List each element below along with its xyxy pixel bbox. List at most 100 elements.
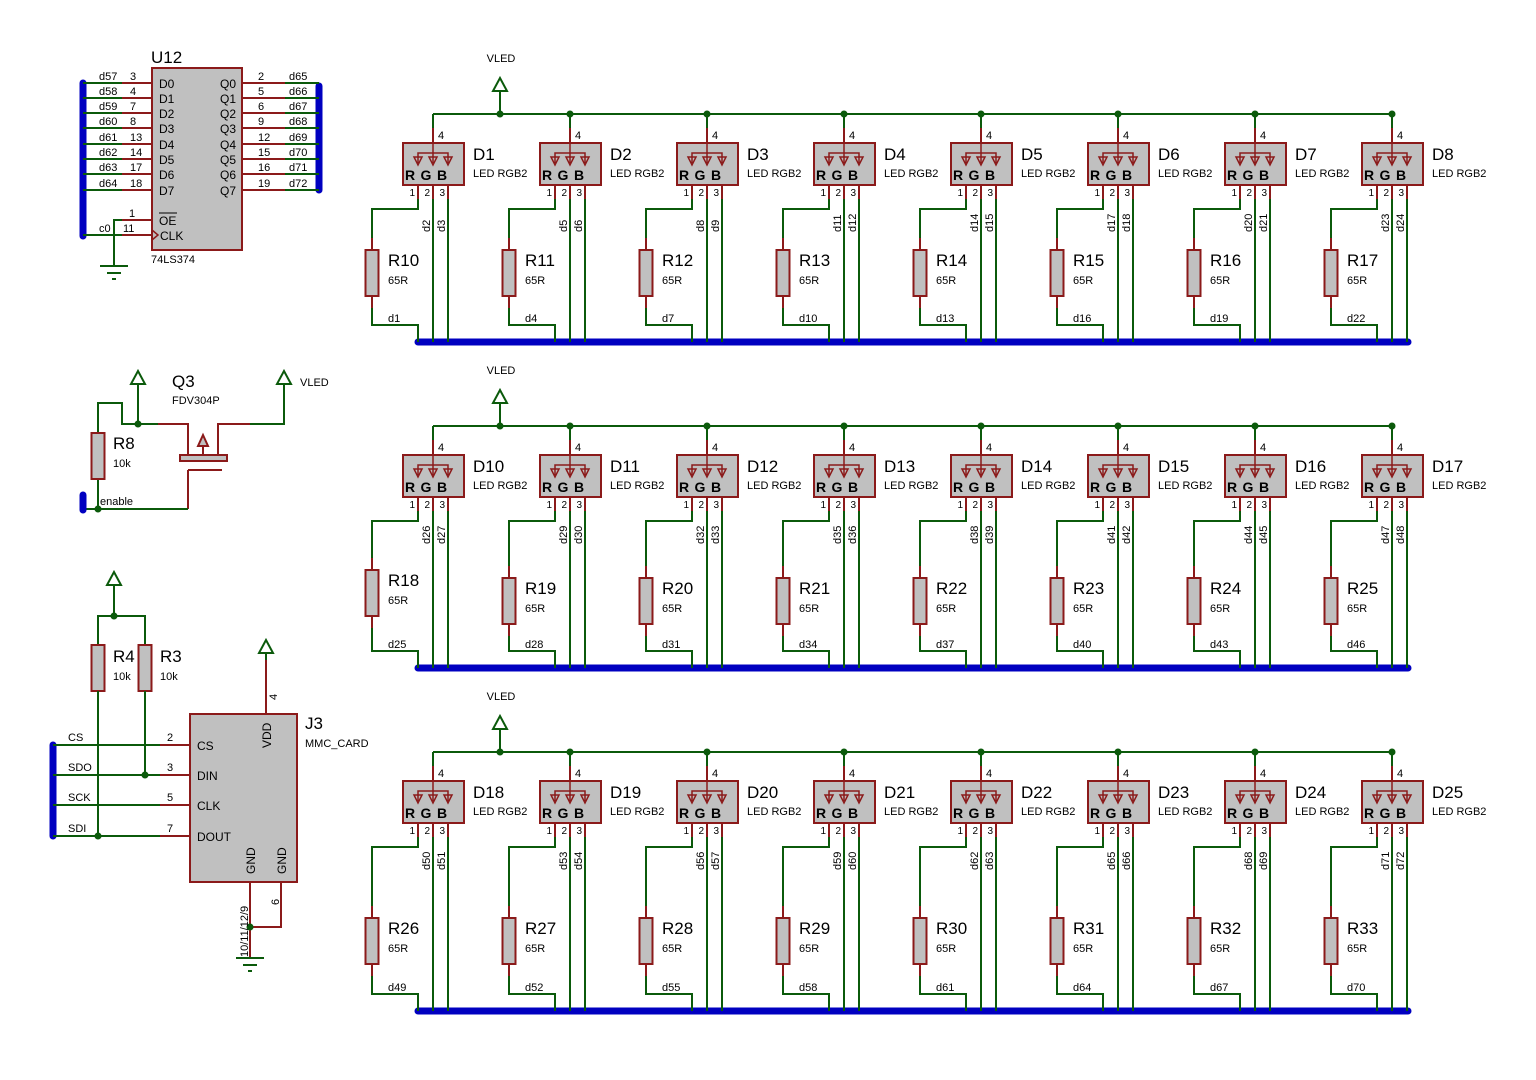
power-arrow-icon <box>491 387 509 410</box>
wire <box>1330 976 1378 1011</box>
led-value: LED RGB2 <box>610 480 664 492</box>
diode-arrow-icon <box>1371 156 1383 167</box>
ic-body <box>151 67 243 251</box>
led-value: LED RGB2 <box>747 480 801 492</box>
pin-number: 1 <box>546 826 552 837</box>
led-value: LED RGB2 <box>1158 168 1212 180</box>
led-letter-b: B <box>574 167 584 183</box>
net-label: d30 <box>573 526 585 544</box>
pin-number: 3 <box>576 500 582 511</box>
pin-number: 3 <box>987 500 993 511</box>
diode-arrow-icon <box>412 468 424 479</box>
pin-number: 1 <box>546 188 552 199</box>
resistor-value: 65R <box>936 275 956 287</box>
pin-number: 2 <box>972 826 978 837</box>
net-label: d16 <box>1073 313 1091 325</box>
diode-arrow-icon <box>1127 794 1139 805</box>
connector-body <box>189 713 298 883</box>
wire <box>1056 636 1104 668</box>
led-value: LED RGB2 <box>610 168 664 180</box>
diode-arrow-icon <box>1112 794 1124 805</box>
resistor-body <box>1186 249 1202 297</box>
pin-number: 1 <box>820 500 826 511</box>
led-ref: D13 <box>884 457 915 476</box>
wire <box>645 511 693 566</box>
component-value: FDV304P <box>172 395 220 407</box>
pin-number: 14 <box>130 147 142 159</box>
component-ref: J3 <box>305 714 323 733</box>
led-ref: D16 <box>1295 457 1326 476</box>
led-value: LED RGB2 <box>884 480 938 492</box>
component-ref: R4 <box>113 647 135 666</box>
resistor-body <box>638 917 654 965</box>
resistor-value: 65R <box>662 943 682 955</box>
resistor-ref: R29 <box>799 919 830 938</box>
net-label: d71 <box>289 162 307 174</box>
diode-arrow-icon <box>1112 468 1124 479</box>
pin-name: DOUT <box>197 830 232 844</box>
resistor-body <box>1049 577 1065 625</box>
led-letter-r: R <box>1364 805 1374 821</box>
net-label: d1 <box>388 313 400 325</box>
diode-arrow-icon <box>686 156 698 167</box>
pin-name: Q1 <box>220 92 236 106</box>
wire <box>1193 511 1241 566</box>
pin-number: 3 <box>713 826 719 837</box>
net-label: d60 <box>847 852 859 870</box>
net-label: d29 <box>558 526 570 544</box>
net-label: d51 <box>436 852 448 870</box>
wire <box>1330 511 1378 566</box>
diode-arrow-icon <box>427 468 439 479</box>
wire <box>371 511 419 558</box>
resistor-ref: R15 <box>1073 251 1104 270</box>
led-letter-b: B <box>1259 479 1269 495</box>
led-letter-g: G <box>1106 167 1117 183</box>
led-letter-b: B <box>711 167 721 183</box>
led-ref: D2 <box>610 145 632 164</box>
pin <box>250 882 282 928</box>
led-value: LED RGB2 <box>1021 806 1075 818</box>
led-letter-g: G <box>695 167 706 183</box>
pin-number: 1 <box>957 500 963 511</box>
wire <box>919 636 967 668</box>
net-label: SCK <box>68 792 91 804</box>
pin-name: D0 <box>159 77 175 91</box>
led-letter-g: G <box>969 805 980 821</box>
pin-number: 8 <box>130 116 136 128</box>
led-ref: D12 <box>747 457 778 476</box>
net-label: d23 <box>1380 214 1392 232</box>
led-ref: D17 <box>1432 457 1463 476</box>
led-letter-b: B <box>574 479 584 495</box>
net-label: d66 <box>289 86 307 98</box>
wire <box>250 391 285 425</box>
diode-arrow-icon <box>960 156 972 167</box>
net-label: d67 <box>289 101 307 113</box>
led-ref: D15 <box>1158 457 1189 476</box>
led-letter-r: R <box>953 805 963 821</box>
pin-number: 3 <box>1261 500 1267 511</box>
wire <box>782 308 830 342</box>
wire <box>113 219 122 266</box>
pin-number: 1 <box>1231 826 1237 837</box>
led-letter-r: R <box>679 805 689 821</box>
led-letter-b: B <box>437 805 447 821</box>
led-letter-b: B <box>1396 479 1406 495</box>
pin-number: 1 <box>1094 188 1100 199</box>
pin-name: Q3 <box>220 122 236 136</box>
diode-arrow-icon <box>853 794 865 805</box>
net-label: d65 <box>1106 852 1118 870</box>
pin-number: 3 <box>987 826 993 837</box>
net-label: d7 <box>662 313 674 325</box>
net-label: d70 <box>1347 982 1365 994</box>
component-value: 10k <box>160 671 178 683</box>
pin-number: 3 <box>1398 500 1404 511</box>
resistor-body <box>1049 917 1065 965</box>
resistor-body <box>1323 249 1339 297</box>
led-letter-b: B <box>848 805 858 821</box>
led-letter-r: R <box>1090 167 1100 183</box>
wire <box>1056 976 1104 1011</box>
led-letter-b: B <box>1396 805 1406 821</box>
